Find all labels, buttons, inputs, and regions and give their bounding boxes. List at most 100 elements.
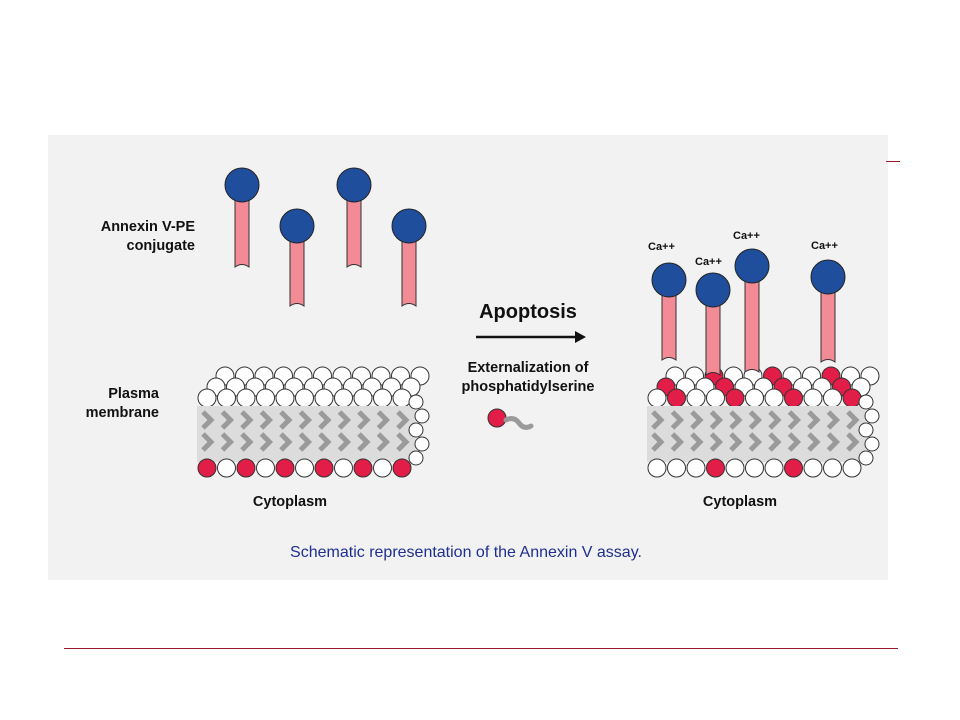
ps-head-top <box>842 388 862 408</box>
annexin-head <box>695 272 731 308</box>
lipid-head-top <box>314 388 334 408</box>
calcium-label-1: Ca++ <box>648 241 675 253</box>
lipid-tail <box>690 432 704 452</box>
ps-head-bottom <box>236 458 256 478</box>
ps-head-bottom <box>197 458 217 478</box>
lipid-tail <box>259 410 274 430</box>
lipid-head-side <box>408 450 424 466</box>
annexin-head <box>651 262 687 298</box>
lipid-head-bottom <box>373 458 392 478</box>
lipid-tail <box>357 410 371 430</box>
lipid-tail <box>787 432 802 452</box>
lipid-tail <box>220 432 235 452</box>
lipid-head-side <box>858 450 874 466</box>
footer-rule <box>64 648 898 649</box>
annexin-conjugates-bound <box>651 248 846 376</box>
annexin-head <box>279 208 315 244</box>
ps-head-bottom <box>353 458 373 478</box>
lipid-head-side <box>858 394 874 410</box>
lipid-tail <box>690 410 704 430</box>
lipid-head-top <box>295 388 314 408</box>
ps-head-bottom <box>392 458 412 478</box>
lipid-tail <box>670 432 685 452</box>
lipid-head-bottom <box>823 458 842 478</box>
lipid-tail <box>298 410 313 430</box>
lipid-head-bottom <box>803 458 823 478</box>
ps-tail-icon <box>503 416 534 430</box>
annexin-label-line1: Annexin V-PE <box>101 219 196 235</box>
lipid-head-bottom <box>647 458 667 478</box>
lipid-tail <box>807 432 821 452</box>
ps-head-bottom <box>784 458 803 478</box>
calcium-label-4: Ca++ <box>811 240 838 252</box>
annexin-stalk <box>289 233 305 307</box>
lipid-tail <box>279 410 293 430</box>
lipid-tail <box>826 432 841 452</box>
plasma-membrane-right <box>647 366 880 478</box>
lipid-head-bottom <box>842 458 862 478</box>
lipid-tail <box>337 432 352 452</box>
annexin-stalk <box>401 233 417 307</box>
annexin-head <box>391 208 427 244</box>
lipid-head-top <box>745 388 764 408</box>
ps-head-bottom <box>275 458 295 478</box>
annexin-label-line2: conjugate <box>127 238 195 254</box>
diagram-panel <box>48 135 888 580</box>
lipid-tail <box>670 410 685 430</box>
annexin-head <box>734 248 770 284</box>
lipid-head-top <box>647 388 667 408</box>
lipid-head-bottom <box>295 458 314 478</box>
cytoplasm-label-right: Cytoplasm <box>703 494 777 510</box>
lipid-tail <box>768 432 782 452</box>
lipid-head-side <box>408 394 424 410</box>
lipid-tail <box>709 432 724 452</box>
annexin-stalk <box>744 273 760 373</box>
lipid-tail <box>279 432 293 452</box>
lipid-head-bottom <box>256 458 275 478</box>
lipid-head-bottom <box>334 458 353 478</box>
lipid-head-top <box>686 388 706 408</box>
lipid-head-side <box>414 436 430 452</box>
plasma-membrane-left <box>197 366 430 478</box>
lipid-tail <box>337 410 352 430</box>
lipid-head-bottom <box>745 458 764 478</box>
ps-head-bottom <box>706 458 725 478</box>
annexin-stalk <box>346 192 362 268</box>
ps-head-top <box>784 388 803 408</box>
ps-head-top <box>667 388 686 408</box>
lipid-head-top <box>236 388 256 408</box>
lipid-tail <box>846 410 860 430</box>
lipid-tail <box>709 410 724 430</box>
plasma-membrane-label-line1: Plasma <box>108 386 160 402</box>
calcium-label-2: Ca++ <box>695 256 722 268</box>
lipid-tail <box>807 410 821 430</box>
lipid-tail <box>651 410 665 430</box>
lipid-head-side <box>858 422 874 438</box>
externalization-label-line2: phosphatidylserine <box>462 379 595 395</box>
apoptosis-arrowhead <box>575 331 586 343</box>
lipid-tail <box>201 410 215 430</box>
lipid-head-bottom <box>686 458 706 478</box>
lipid-head-top <box>353 388 373 408</box>
lipid-head-side <box>408 422 424 438</box>
lipid-tail <box>220 410 235 430</box>
annexin-head <box>336 167 372 203</box>
lipid-tail <box>240 410 254 430</box>
lipid-head-top <box>334 388 353 408</box>
lipid-tail <box>396 432 410 452</box>
lipid-head-bottom <box>725 458 745 478</box>
lipid-head-top <box>803 388 823 408</box>
apoptosis-label: Apoptosis <box>479 301 577 323</box>
lipid-tail <box>376 432 391 452</box>
annexin-stalk <box>820 284 836 363</box>
annexin-stalk <box>661 287 677 361</box>
plasma-membrane-label-line2: membrane <box>86 405 159 421</box>
lipid-tail <box>651 432 665 452</box>
cytoplasm-label-left: Cytoplasm <box>253 494 327 510</box>
lipid-tail <box>826 410 841 430</box>
lipid-tail <box>318 432 332 452</box>
annexin-stalk <box>234 192 250 268</box>
lipid-tail <box>298 432 313 452</box>
lipid-tail <box>259 432 274 452</box>
